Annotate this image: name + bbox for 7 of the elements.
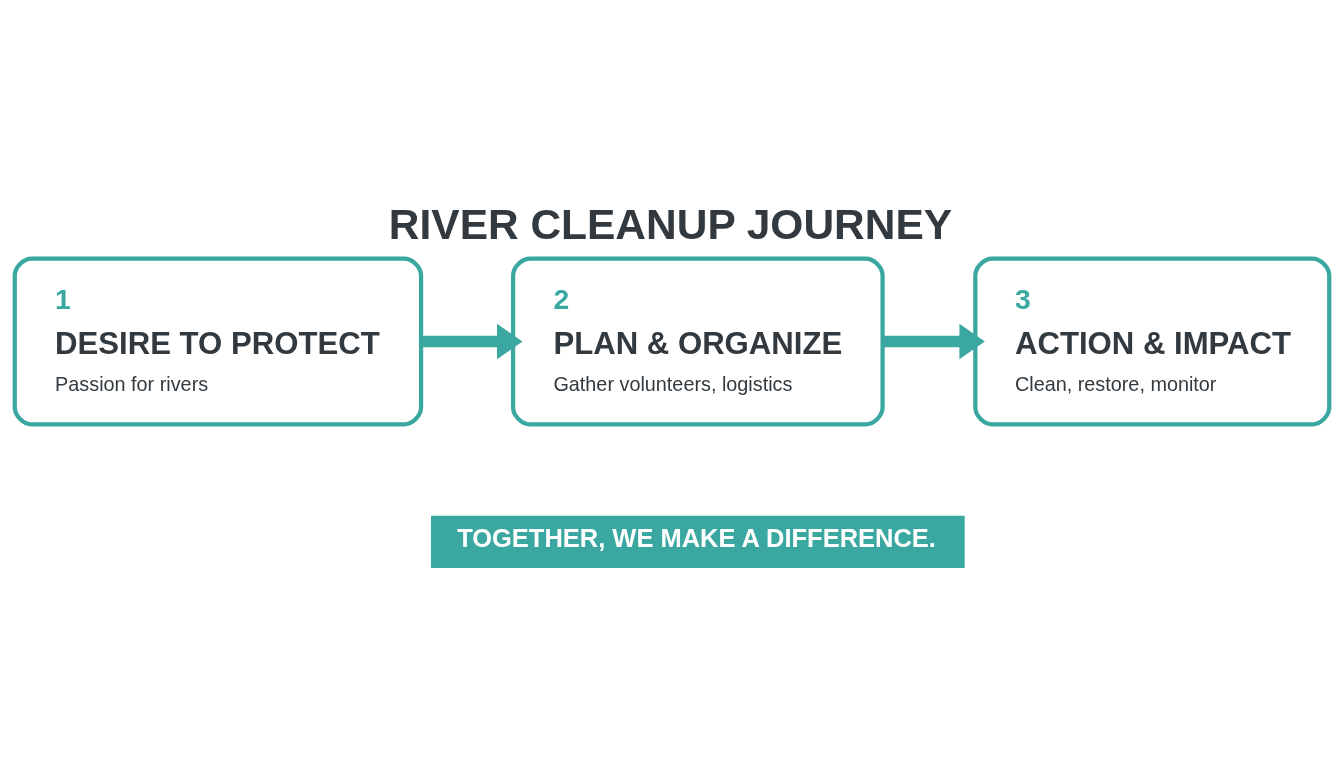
node-box: TOGETHER, WE MAKE A DIFFERENCE. [430, 515, 965, 569]
diagram-title: RIVER CLEANUP JOURNEY [388, 200, 953, 248]
node-box: 3 ACTION & IMPACT Clean, restore, monitor [973, 256, 1332, 427]
arrow [421, 323, 523, 360]
arrow [882, 323, 985, 360]
node-box: 1 DESIRE TO PROTECT Passion for rivers [12, 256, 424, 427]
node-box: 2 PLAN & ORGANIZE Gather volunteers, logistics [510, 256, 885, 427]
